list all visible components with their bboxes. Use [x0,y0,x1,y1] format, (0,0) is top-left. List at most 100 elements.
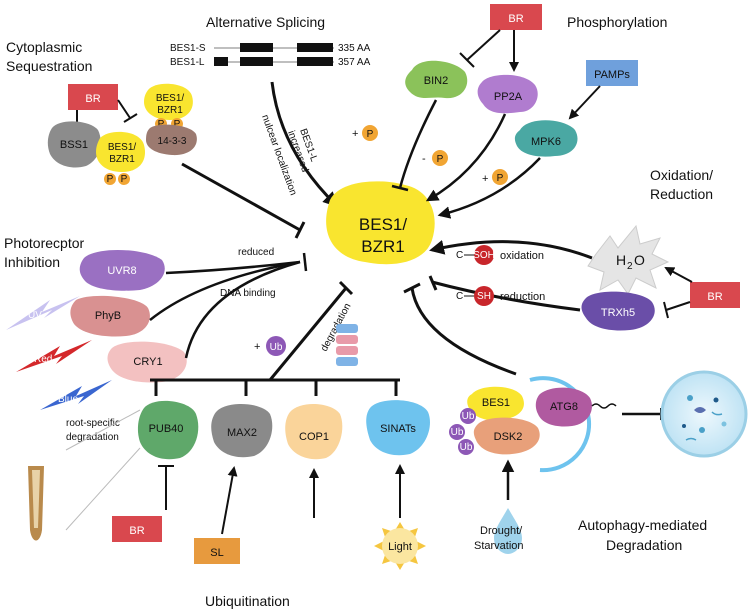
bss1-protein: BSS1 [47,121,101,168]
svg-text:PAMPs: PAMPs [594,69,630,81]
svg-text:Ub: Ub [462,411,475,422]
br-bin2-inhibit [466,29,501,61]
title-sequestration: Sequestration [6,58,92,74]
svg-text:-: - [422,153,426,165]
svg-text:Ub: Ub [451,427,464,438]
reduction-inhibit [431,280,581,312]
svg-text:BR: BR [129,525,144,537]
soh-mark: C SOH oxidation [456,245,544,265]
title-degradation: Degradation [606,537,682,553]
uv-bolt: UV [6,296,80,330]
atg8-squiggle [591,403,617,409]
svg-text:Red: Red [34,354,52,365]
title-ubiquitination: Ubiquitination [205,593,290,609]
svg-text:PhyB: PhyB [95,310,121,322]
splice-label-3: nulcear localization [259,113,298,197]
reduced-label: reduced [238,247,274,258]
svg-text:DSK2: DSK2 [494,431,523,443]
bes1-bzr1-free: BES1/ BZR1 P P [96,131,146,185]
cry1-protein: CRY1 [107,341,187,383]
title-cytoplasmic: Cytoplasmic [6,39,82,55]
petri-dish-icon [660,370,748,458]
atg8-protein: ATG8 [535,387,592,427]
bin2-inhibit-line [398,99,438,189]
svg-text:P: P [437,154,444,165]
title-phosphorylation: Phosphorylation [567,14,667,30]
center-label-1: BES1/ [359,215,407,234]
svg-text:Blue: Blue [58,394,78,405]
center-label-2: BZR1 [361,237,404,256]
title-alternative-splicing: Alternative Splicing [206,14,325,30]
sl-max2-arrow [221,466,238,535]
svg-text:SOH: SOH [473,250,495,261]
drought-label-1: Drought/ [480,525,523,537]
drought-label-2: Starvation [474,540,524,552]
pamps-box: PAMPs [586,60,638,86]
br-box-redox: BR [690,282,740,308]
pamps-mpk6-arrow [568,85,601,120]
blue-bolt: Blue [40,380,112,410]
br-box-top: BR [490,4,542,30]
br-trxh5-inhibit [665,301,691,311]
drought-drop-icon [494,508,522,554]
svg-text:Light: Light [388,541,412,553]
ub-mark: + Ub [254,336,286,356]
center-bes1-bzr1: BES1/ BZR1 [326,181,435,265]
svg-text:O: O [634,252,645,268]
svg-text:PUB40: PUB40 [149,423,184,435]
svg-text:P: P [107,174,114,185]
title-photoreceptor: Photorecptor [4,235,84,251]
svg-text:C: C [456,250,463,261]
svg-text:Ub: Ub [460,442,473,453]
root-connector-bottom [65,447,141,531]
sinats-protein: SINATs [366,400,430,456]
svg-text:BZR1: BZR1 [157,105,183,116]
svg-text:UV: UV [28,310,42,321]
title-inhibition: Inhibition [4,254,60,270]
splicing-diagram: BES1-S 335 AA BES1-L 357 AA [170,43,371,68]
ub-chain-auto: Ub Ub Ub [449,408,476,455]
h2o2-star: H 2 O [587,224,670,295]
bes1-auto-protein: BES1 [467,386,524,421]
autophagosome-membrane [529,376,592,473]
svg-text:BZR1: BZR1 [109,154,135,165]
svg-text:2: 2 [627,261,633,272]
svg-text:H: H [616,252,626,268]
svg-text:14-3-3: 14-3-3 [158,136,187,147]
mpk6-protein: MPK6 [514,120,578,157]
svg-text:ATG8: ATG8 [550,401,578,413]
svg-text:BES1/: BES1/ [108,142,137,153]
svg-text:BSS1: BSS1 [60,139,88,151]
red-bolt: Red [16,340,92,372]
ubiq-inhibit-line [268,287,348,381]
svg-text:P: P [174,119,181,130]
phyb-inhibit [149,260,301,321]
title-reduction: Reduction [650,186,713,202]
svg-text:BIN2: BIN2 [424,75,448,87]
bes1-s-name: BES1-S [170,43,206,54]
svg-text:Ub: Ub [270,342,283,353]
br-box-pub40: BR [112,516,162,542]
svg-text:P: P [367,129,374,140]
phyb-protein: PhyB [70,295,150,337]
svg-text:BR: BR [85,93,100,105]
p-plus-bin2: + P [352,125,378,141]
svg-text:COP1: COP1 [299,431,329,443]
svg-text:SH: SH [477,291,491,302]
light-sun-icon: Light [374,522,426,570]
bes1-l-name: BES1-L [170,57,205,68]
br-h2o2-arrow [664,267,693,283]
svg-text:MAX2: MAX2 [227,427,257,439]
dna-binding-label: DNA binding [220,288,276,299]
svg-text:UVR8: UVR8 [107,265,136,277]
br-1433-inhibit [117,99,131,119]
svg-text:BR: BR [508,13,523,25]
sh-mark: C SH reduction [456,286,545,306]
oxidation-arrow [429,240,593,260]
svg-text:+: + [254,341,260,353]
bin2-protein: BIN2 [405,60,468,99]
mpk6-arrow [437,157,541,219]
p-plus-mpk6: + P [482,169,508,185]
